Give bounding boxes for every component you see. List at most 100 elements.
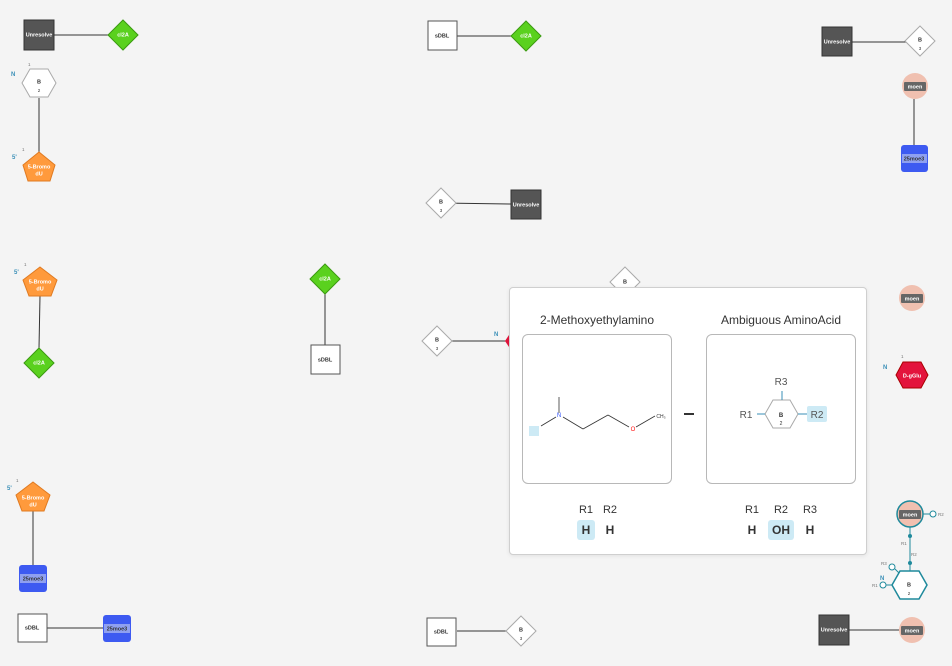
svg-text:B: B [37, 79, 41, 85]
moen-monomer[interactable]: moen [899, 617, 925, 643]
svg-text:25moe3: 25moe3 [23, 576, 44, 582]
dglu-partial-monomer[interactable] [505, 335, 509, 347]
r3-label: R3 [775, 377, 788, 388]
svg-text:cl2A: cl2A [33, 360, 45, 366]
b-base-diamond[interactable]: B 3 [425, 187, 457, 219]
r1-label: R1 [740, 410, 753, 421]
cl2a-monomer[interactable]: cl2A [309, 263, 341, 295]
svg-text:moen: moen [903, 512, 918, 518]
right-r2-value: OH [768, 520, 794, 540]
svg-text:5': 5' [14, 270, 19, 276]
svg-text:2: 2 [38, 88, 41, 93]
svg-text:R3: R3 [881, 561, 887, 566]
svg-text:3: 3 [919, 46, 922, 51]
left-monomer-structure: N O CH₃ [522, 334, 672, 484]
svg-text:5': 5' [12, 155, 17, 161]
sdbl-monomer[interactable]: sDBL [426, 617, 457, 647]
svg-text:1: 1 [28, 62, 31, 67]
svg-text:3: 3 [440, 208, 443, 213]
cl2a-monomer[interactable]: cl2A [23, 347, 55, 379]
svg-text:B: B [435, 337, 439, 343]
dglu-monomer[interactable]: D-gGlu 1 N [883, 354, 929, 389]
r1-attachment-highlight [529, 426, 539, 436]
svg-text:5-Bromo: 5-Bromo [28, 164, 51, 170]
right-r1-value: H [747, 523, 757, 537]
unresolve-monomer[interactable]: Unresolve [510, 189, 542, 220]
svg-text:1: 1 [901, 354, 904, 359]
svg-text:1: 1 [16, 478, 19, 483]
svg-text:1: 1 [24, 262, 27, 267]
left-monomer-title: 2-Methoxyethylamino [539, 313, 655, 327]
svg-text:cl2A: cl2A [520, 33, 532, 39]
svg-text:cl2A: cl2A [117, 32, 129, 38]
svg-text:B: B [918, 37, 922, 43]
right-r2-label: R2 [773, 504, 789, 516]
moe-monomer[interactable]: 25moe3 [901, 145, 928, 172]
center-label: B [779, 413, 784, 419]
sdbl-monomer[interactable]: sDBL [427, 20, 458, 51]
moe-monomer[interactable]: 25moe3 [19, 565, 47, 592]
preview-separator [684, 413, 694, 415]
bromo-du-monomer[interactable]: 5-Bromo dU 1 5' [14, 262, 58, 297]
unresolve-monomer[interactable]: Unresolve [821, 26, 853, 57]
moen-monomer-selected[interactable]: moen [896, 500, 924, 528]
svg-text:R2: R2 [938, 512, 944, 517]
svg-text:5-Bromo: 5-Bromo [22, 495, 45, 501]
svg-text:sDBL: sDBL [318, 357, 333, 363]
cl2a-monomer[interactable]: cl2A [510, 20, 542, 52]
sdbl-monomer[interactable]: sDBL [310, 344, 341, 375]
b-base-hexagon[interactable]: B 2 1 N [11, 62, 57, 98]
unresolve-monomer[interactable]: Unresolve [23, 19, 55, 51]
bromo-du-monomer[interactable]: 5-Bromo dU 1 5' [7, 478, 51, 512]
svg-text:N: N [880, 576, 884, 582]
svg-text:Unresolve: Unresolve [821, 627, 848, 633]
svg-text:sDBL: sDBL [434, 629, 449, 635]
b-base-hexagon-selected[interactable]: B 2 N [880, 570, 928, 600]
b-base-diamond[interactable]: B 3 N [421, 325, 498, 357]
svg-text:N: N [494, 332, 498, 338]
bromo-du-monomer[interactable]: 5-Bromo dU 1 5' [12, 147, 56, 182]
attachment-points[interactable]: R2 R1 R2 R3 R1 [872, 510, 944, 589]
sdbl-monomer[interactable]: sDBL [17, 613, 48, 643]
b-base-diamond[interactable]: B 3 [904, 25, 936, 57]
svg-text:R1: R1 [872, 583, 878, 588]
svg-text:R1: R1 [901, 541, 907, 546]
svg-text:Unresolve: Unresolve [824, 39, 851, 45]
svg-text:N: N [11, 72, 15, 78]
right-monomer-title: Ambiguous AminoAcid [720, 313, 842, 327]
svg-text:3: 3 [520, 636, 523, 641]
right-r1-label: R1 [744, 504, 760, 516]
right-r3-label: R3 [802, 504, 818, 516]
svg-text:dU: dU [35, 171, 42, 177]
svg-text:5': 5' [7, 486, 12, 492]
moen-monomer[interactable]: moen [899, 285, 925, 311]
svg-text:dU: dU [29, 502, 36, 508]
moe-monomer[interactable]: 25moe3 [103, 615, 131, 642]
svg-text:cl2A: cl2A [319, 276, 331, 282]
moen-monomer[interactable]: moen [902, 73, 928, 99]
b-base-diamond[interactable]: B 3 [505, 615, 537, 647]
svg-text:B: B [907, 582, 911, 588]
svg-text:Unresolve: Unresolve [26, 32, 53, 38]
svg-text:moen: moen [908, 84, 923, 90]
left-r2-label: R2 [602, 504, 618, 516]
unresolve-monomer[interactable]: Unresolve [818, 614, 850, 646]
cl2a-monomer[interactable]: cl2A [107, 19, 139, 51]
svg-text:moen: moen [905, 296, 920, 302]
svg-text:D-gGlu: D-gGlu [903, 373, 921, 379]
svg-text:25moe3: 25moe3 [904, 156, 925, 162]
svg-text:2: 2 [908, 591, 911, 596]
monomer-preview-panel: 2-Methoxyethylamino N O CH₃ Ambiguous Am… [509, 287, 867, 555]
svg-text:sDBL: sDBL [435, 33, 450, 39]
svg-text:Unresolve: Unresolve [513, 202, 540, 208]
svg-text:1: 1 [22, 147, 25, 152]
svg-text:3: 3 [436, 346, 439, 351]
svg-text:5-Bromo: 5-Bromo [29, 279, 52, 285]
svg-text:moen: moen [905, 628, 920, 634]
svg-text:R2: R2 [911, 552, 917, 557]
center-sublabel: 2 [780, 421, 783, 427]
left-r1-value: H [577, 520, 595, 540]
r2-highlight [807, 406, 827, 422]
svg-text:N: N [883, 365, 887, 371]
